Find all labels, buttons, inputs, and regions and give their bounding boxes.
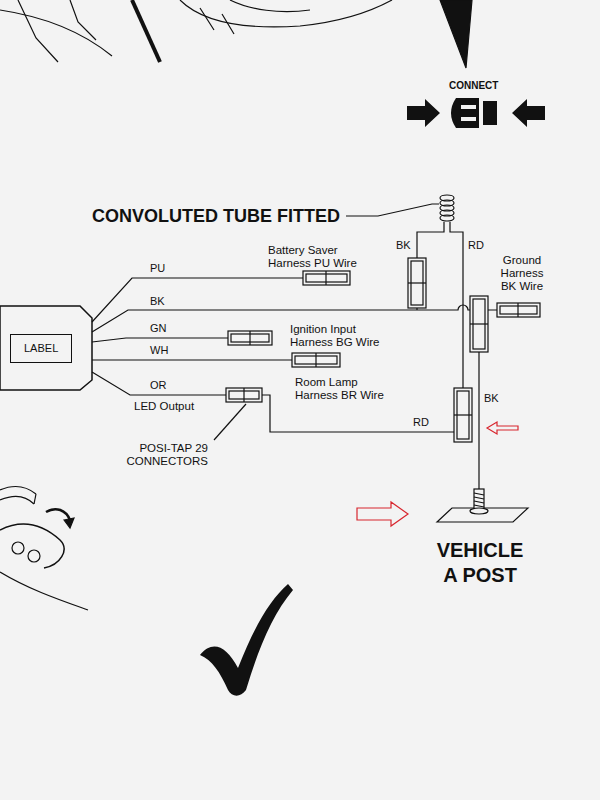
sketch-line	[0, 10, 112, 56]
icon-caption: CONNECT	[449, 80, 498, 92]
posi-tap-divider	[517, 303, 518, 317]
sketch-line	[12, 542, 24, 554]
posi-tap	[470, 296, 488, 352]
stud-thread	[474, 493, 484, 507]
post-plate	[437, 508, 528, 522]
wh-wire	[92, 359, 292, 360]
harness-label: Ignition Input Harness BG Wire	[290, 323, 385, 349]
module-outline	[0, 306, 92, 390]
arrow-right	[407, 99, 440, 127]
plug-slot	[461, 105, 476, 109]
tube-rib	[440, 215, 454, 221]
posi-tap	[454, 388, 472, 442]
label-box: LABEL	[10, 334, 72, 363]
wires	[92, 222, 497, 489]
sketch-line	[0, 497, 34, 504]
posi-tap-divider	[315, 353, 316, 367]
leader-line	[214, 404, 246, 440]
red-arrow	[357, 502, 408, 526]
sketch-line	[28, 550, 40, 562]
posi-tap	[228, 331, 272, 345]
posi-tap-divider	[470, 323, 488, 324]
sketch-line	[18, 0, 58, 62]
wire-color: BK	[484, 392, 499, 405]
posi-tap-divider	[454, 414, 472, 415]
posi-taps	[226, 258, 540, 442]
sketch-line	[34, 494, 36, 504]
sketch-line	[0, 487, 36, 494]
stud	[474, 489, 484, 509]
pointer-wedge	[440, 0, 472, 68]
wire-color: RD	[413, 416, 429, 429]
plug-half	[451, 98, 479, 128]
bk-wire	[417, 222, 444, 258]
wire-color: BK	[396, 239, 411, 252]
rd-wire	[450, 222, 463, 388]
callout-title: CONVOLUTED TUBE FITTED	[92, 206, 340, 226]
wire-color: BK	[150, 295, 165, 308]
ground-stud	[437, 489, 528, 522]
box-label: LABEL	[24, 342, 58, 355]
plug-slot	[461, 117, 476, 121]
red-arrow	[487, 422, 518, 434]
posi-tap	[226, 388, 262, 402]
sketch-arrow	[46, 509, 70, 520]
posi-tap	[303, 271, 350, 285]
sketch-line	[180, 0, 392, 27]
wire-color: OR	[150, 379, 167, 392]
posi-tap	[408, 258, 426, 308]
sketch-line	[230, 0, 310, 12]
wire-color: WH	[150, 344, 168, 357]
sketch-line	[0, 524, 64, 568]
sketch-rod	[132, 0, 160, 62]
posi-tap	[497, 303, 540, 317]
harness-label: Room Lamp Harness BR Wire	[295, 376, 390, 402]
or-wire	[92, 372, 226, 395]
harness-sketch	[0, 487, 88, 610]
harness-label: Ground Harness BK Wire	[496, 254, 548, 293]
posi-tap-divider	[325, 271, 326, 285]
interior-sketch	[0, 0, 472, 68]
checkmark	[200, 584, 293, 696]
posi-tap-divider	[408, 282, 426, 283]
pu-wire	[92, 278, 303, 322]
sketch-line	[200, 8, 234, 34]
connector-note: POSI-TAP 29 CONNECTORS	[120, 442, 208, 468]
connect-icon	[407, 98, 545, 128]
wire-color: RD	[468, 239, 484, 252]
posi-tap-divider	[243, 388, 244, 402]
wire-color: GN	[150, 322, 167, 335]
posi-tap	[292, 353, 340, 367]
socket-half	[483, 101, 497, 125]
bk-wire	[478, 352, 479, 489]
output-label: LED Output	[134, 400, 194, 413]
sketch-arrowhead	[64, 518, 74, 528]
location-label: VEHICLE A POST	[432, 538, 528, 588]
harness-label: Battery Saver Harness PU Wire	[268, 244, 368, 270]
arrow-left	[512, 99, 545, 127]
sketch-line	[70, 0, 96, 40]
gn-wire	[92, 338, 228, 342]
leader-line	[346, 204, 439, 216]
convoluted-tube	[346, 195, 454, 221]
posi-tap-divider	[249, 331, 250, 345]
wire-color: PU	[150, 262, 165, 275]
stud-washer	[470, 508, 488, 514]
sketch-line	[0, 572, 88, 610]
